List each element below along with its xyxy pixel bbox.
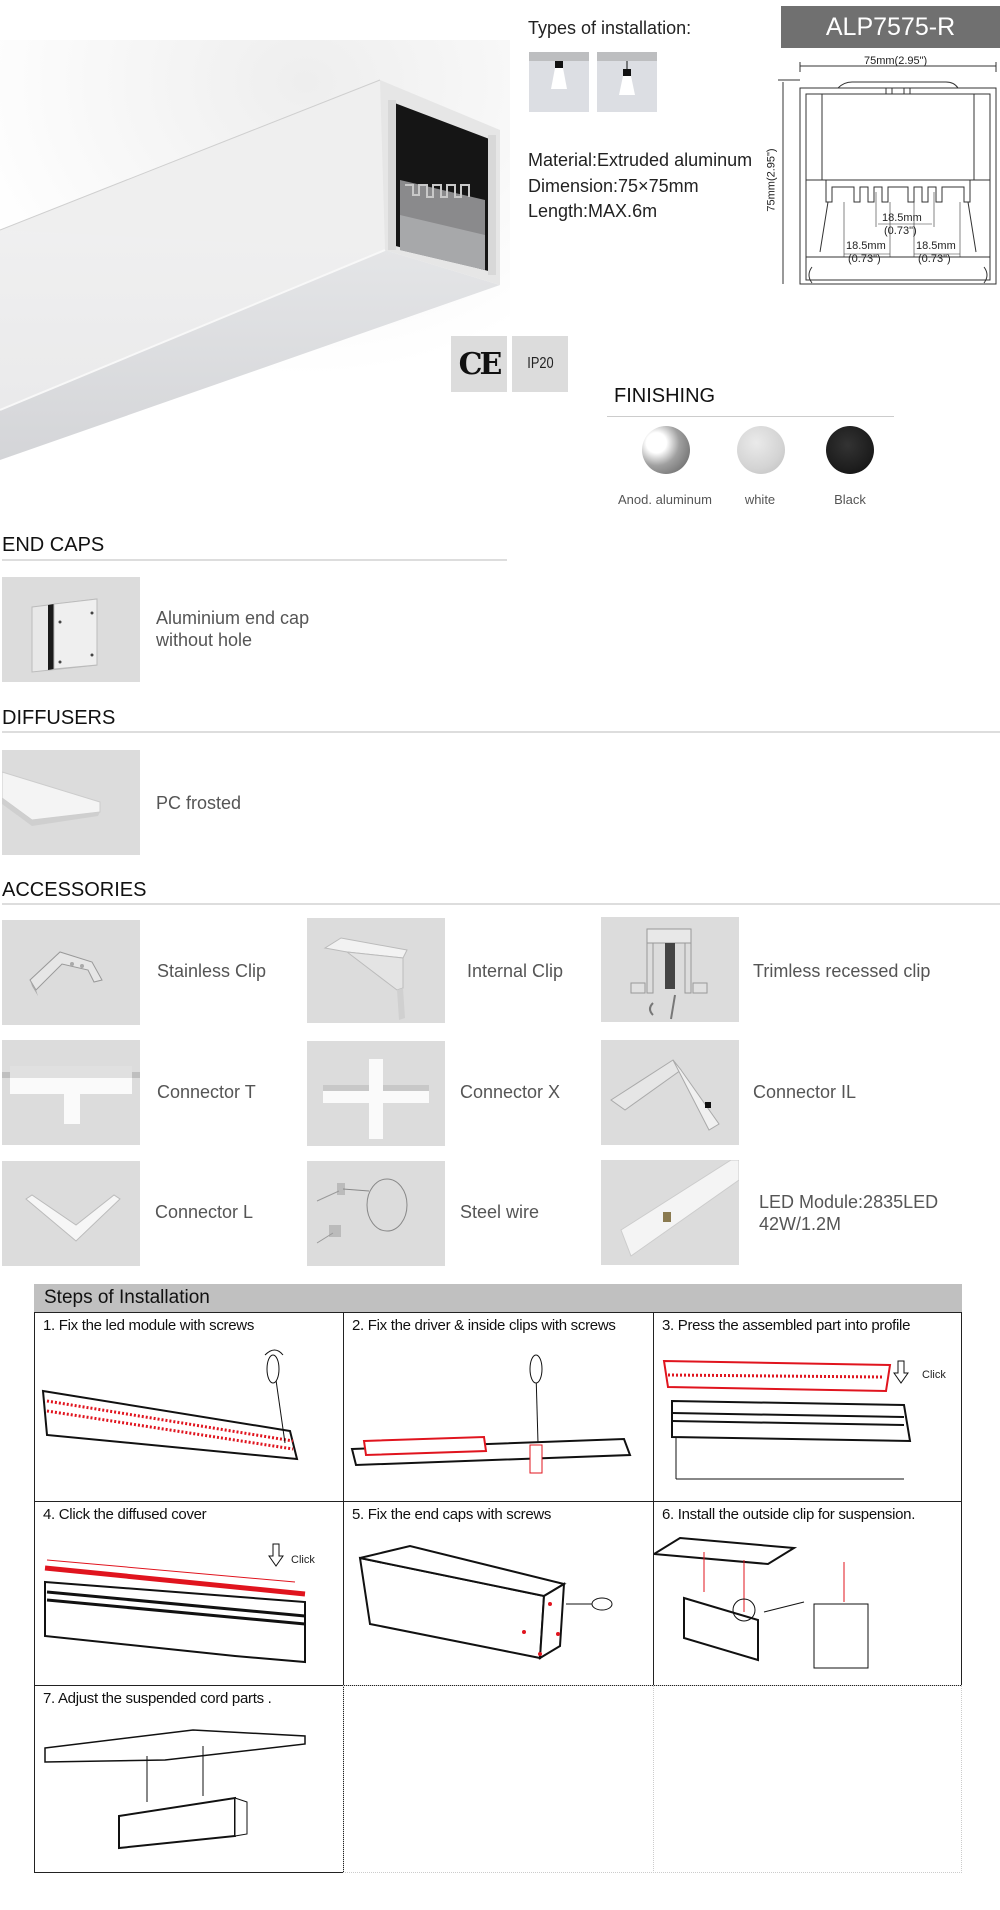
divider bbox=[2, 731, 1000, 733]
spec-material: Material:Extruded aluminum bbox=[528, 150, 753, 170]
product-image bbox=[0, 40, 510, 460]
connector-x-image bbox=[307, 1041, 445, 1146]
step-cell: 1. Fix the led module with screws bbox=[34, 1312, 344, 1502]
accessory-label: Connector L bbox=[155, 1202, 254, 1222]
swatch-anodized-aluminum[interactable] bbox=[642, 426, 690, 474]
swatch-white[interactable] bbox=[737, 426, 785, 474]
pitch-right-mm: 18.5mm bbox=[916, 240, 956, 252]
accessory-label: Connector IL bbox=[753, 1082, 857, 1102]
end-cap-label: Aluminium end cap bbox=[156, 608, 310, 628]
connector-l-image bbox=[2, 1161, 140, 1266]
accessory-label: Trimless recessed clip bbox=[753, 961, 931, 981]
step-cell: 3. Press the assembled part into profile… bbox=[653, 1312, 962, 1502]
steel-wire-image bbox=[307, 1161, 445, 1266]
accessory-label: Connector X bbox=[460, 1082, 561, 1102]
height-dimension-label: 75mm(2.95") bbox=[765, 148, 778, 212]
model-number: ALP7575-R bbox=[781, 6, 1000, 48]
step-cell: 5. Fix the end caps with screws bbox=[343, 1501, 654, 1686]
accessory-label-line2: 42W/1.2M bbox=[759, 1214, 842, 1234]
accessory-label: Stainless Clip bbox=[157, 961, 267, 981]
steps-title: Steps of Installation bbox=[34, 1284, 962, 1312]
swatch-label: Anod. aluminum bbox=[618, 492, 712, 507]
installation-types-title: Types of installation: bbox=[528, 18, 692, 38]
accessories-title: ACCESSORIES bbox=[2, 879, 147, 901]
divider bbox=[2, 559, 507, 561]
step-cell: 6. Install the outside clip for suspensi… bbox=[653, 1501, 962, 1686]
divider bbox=[607, 416, 894, 417]
accessory-label: Connector T bbox=[157, 1082, 256, 1102]
suspension-icon bbox=[597, 52, 657, 112]
spec-length: Length:MAX.6m bbox=[528, 201, 658, 221]
cross-section-diagram: 75mm(2.95") 75mm(2.95") 18.5mm (0.73") 1… bbox=[765, 52, 1000, 292]
step-cell: 2. Fix the driver & inside clips with sc… bbox=[343, 1312, 654, 1502]
spec-dimension: Dimension:75×75mm bbox=[528, 176, 699, 196]
width-dimension-label: 75mm(2.95") bbox=[864, 55, 928, 67]
click-label: Click bbox=[291, 1554, 315, 1566]
pitch-center-in: (0.73") bbox=[884, 225, 917, 237]
trimless-clip-image bbox=[601, 917, 739, 1022]
surface-mount-icon bbox=[529, 52, 589, 112]
internal-clip-image bbox=[307, 918, 445, 1023]
connector-t-image bbox=[2, 1040, 140, 1145]
diffusers-title: DIFFUSERS bbox=[2, 707, 116, 729]
step-cell-empty bbox=[343, 1685, 654, 1873]
end-cap-label-line2: without hole bbox=[156, 630, 253, 650]
step-cell: 4. Click the diffused cover Click bbox=[34, 1501, 344, 1686]
finishing-title: FINISHING bbox=[614, 385, 716, 407]
swatch-black[interactable] bbox=[826, 426, 874, 474]
step-cell-empty bbox=[653, 1685, 962, 1873]
pitch-center-mm: 18.5mm bbox=[882, 212, 922, 224]
diffuser-image bbox=[2, 750, 140, 855]
accessory-label: LED Module:2835LED bbox=[759, 1192, 939, 1212]
diffuser-label: PC frosted bbox=[156, 793, 242, 813]
click-label: Click bbox=[922, 1369, 946, 1381]
stainless-clip-image bbox=[2, 920, 140, 1025]
end-cap-image bbox=[2, 577, 140, 682]
swatch-label: white bbox=[744, 492, 776, 507]
step-cell: 7. Adjust the suspended cord parts . bbox=[34, 1685, 344, 1873]
accessory-label: Steel wire bbox=[460, 1202, 540, 1222]
end-caps-title: END CAPS bbox=[2, 534, 105, 556]
led-module-image bbox=[601, 1160, 739, 1265]
connector-il-image bbox=[601, 1040, 739, 1145]
pitch-right-in: (0.73") bbox=[918, 253, 951, 265]
accessory-label: Internal Clip bbox=[467, 961, 564, 981]
pitch-left-in: (0.73") bbox=[848, 253, 881, 265]
ip20-rating-badge: IP20 bbox=[512, 336, 568, 392]
swatch-label: Black bbox=[834, 492, 866, 507]
pitch-left-mm: 18.5mm bbox=[846, 240, 886, 252]
divider bbox=[2, 903, 1000, 905]
ce-mark-icon: CE bbox=[451, 336, 507, 392]
